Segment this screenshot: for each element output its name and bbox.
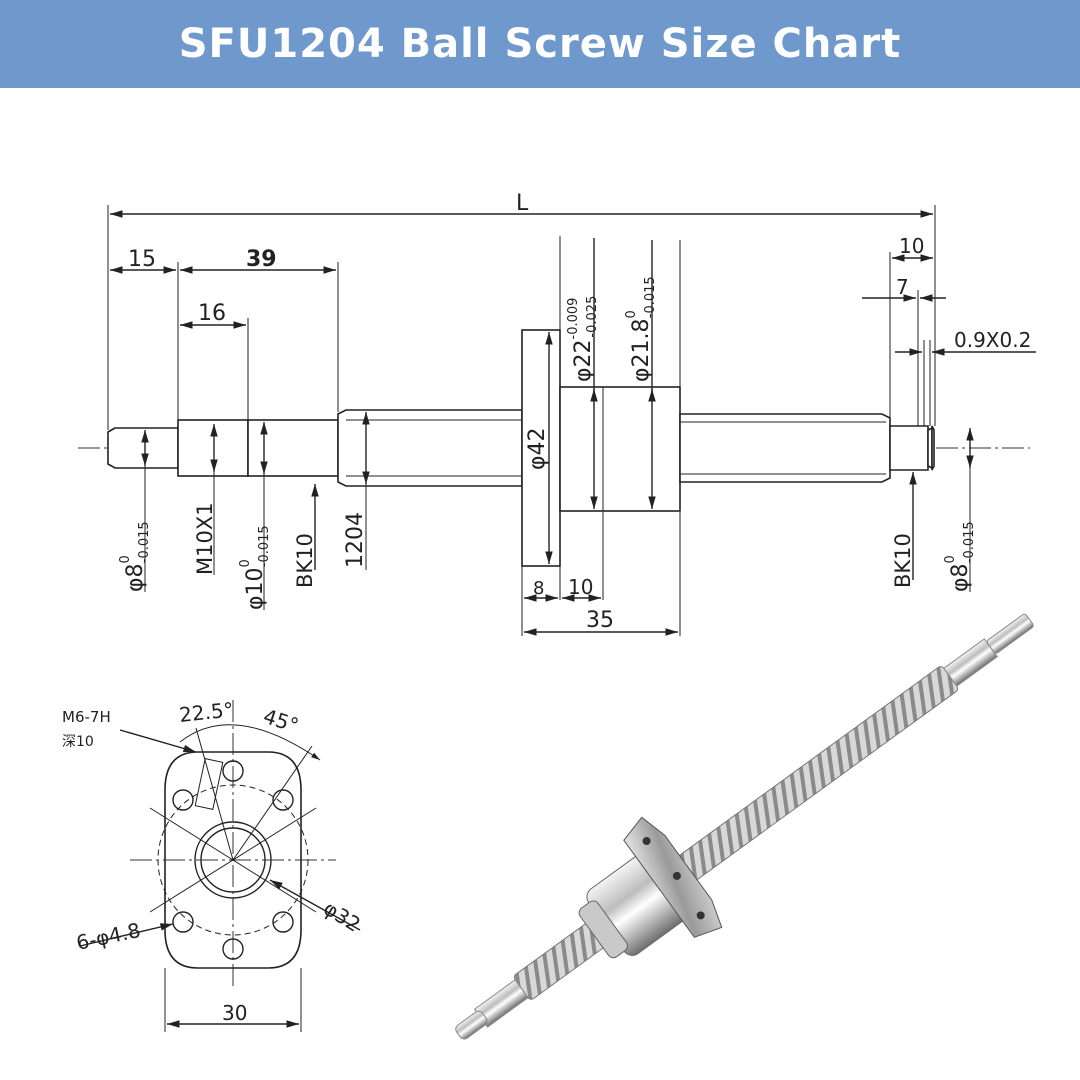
bearing-journal-dia-label: φ100 -0.015 (238, 525, 272, 610)
right-dia-main: φ8 (948, 563, 973, 592)
flange-width-label: 8 (533, 578, 544, 599)
nut-dia2-main: φ21.8 (629, 319, 654, 383)
left-dia-tol-upper: 0 (118, 555, 133, 563)
right-dia-tol-lower: -0.015 (962, 521, 977, 563)
dim-39-label: 39 (246, 247, 277, 272)
nut-dia-tol-upper: -0.009 (566, 298, 581, 340)
right-dia-tol-upper: 0 (943, 555, 958, 563)
ball-screw-photo (455, 613, 1034, 1040)
bearing-dia-tol-upper: 0 (238, 559, 253, 567)
right-journal-dia-label: φ80 -0.015 (943, 521, 977, 592)
angle-1-label: 22.5° (178, 697, 235, 727)
bk-right-label: BK10 (891, 533, 915, 588)
tap-label: M6-7H (62, 708, 111, 726)
nut-dia2-tol-upper: 0 (624, 310, 639, 318)
dim-10-right-label: 10 (899, 234, 924, 258)
nut-width-label: 10 (568, 575, 593, 599)
tap-depth-label: 深10 (62, 734, 94, 750)
thread-label: M10X1 (193, 502, 217, 575)
left-dia-tol-lower: -0.015 (137, 521, 152, 563)
flange-width-30-label: 30 (222, 1001, 247, 1025)
nut-dia-tol-lower: -0.025 (585, 296, 600, 338)
model-label: 1204 (343, 512, 368, 568)
nut-dia-label: φ22-0.009 -0.025 (566, 296, 600, 382)
flange-dia-label: φ42 (525, 427, 550, 470)
pcd-label: φ32 (319, 896, 365, 937)
dim-7-label: 7 (896, 275, 909, 299)
left-dia-main: φ8 (123, 563, 148, 592)
bearing-dia-main: φ10 (243, 567, 268, 610)
overall-length-label: L (516, 191, 529, 216)
nut-dia2-tol-lower: -0.015 (643, 276, 658, 318)
bearing-dia-tol-lower: -0.015 (257, 525, 272, 567)
nut-total-label: 35 (586, 608, 614, 633)
nut-dia2-label: φ21.80 -0.015 (624, 276, 658, 382)
screw-shaft-drawing: L 15 39 16 10 7 0.9X0.2 8 10 35 φ80-0.01… (78, 191, 1036, 636)
dim-16-label: 16 (198, 301, 226, 326)
holes-label: 6-φ4.8 (74, 918, 143, 955)
header-banner: SFU1204 Ball Screw Size Chart (0, 0, 1080, 88)
flange-end-view: M6-7H 深10 22.5° 45° 6-φ4.8 φ32 30 (62, 697, 365, 1032)
groove-label: 0.9X0.2 (954, 328, 1031, 352)
left-journal-dia-label: φ80 -0.015 (118, 521, 152, 592)
nut-dia-main: φ22 (571, 339, 596, 382)
dim-15-label: 15 (128, 247, 156, 272)
bk-left-label: BK10 (293, 533, 317, 588)
page-title: SFU1204 Ball Screw Size Chart (178, 21, 902, 67)
angle-2-label: 45° (260, 704, 301, 738)
